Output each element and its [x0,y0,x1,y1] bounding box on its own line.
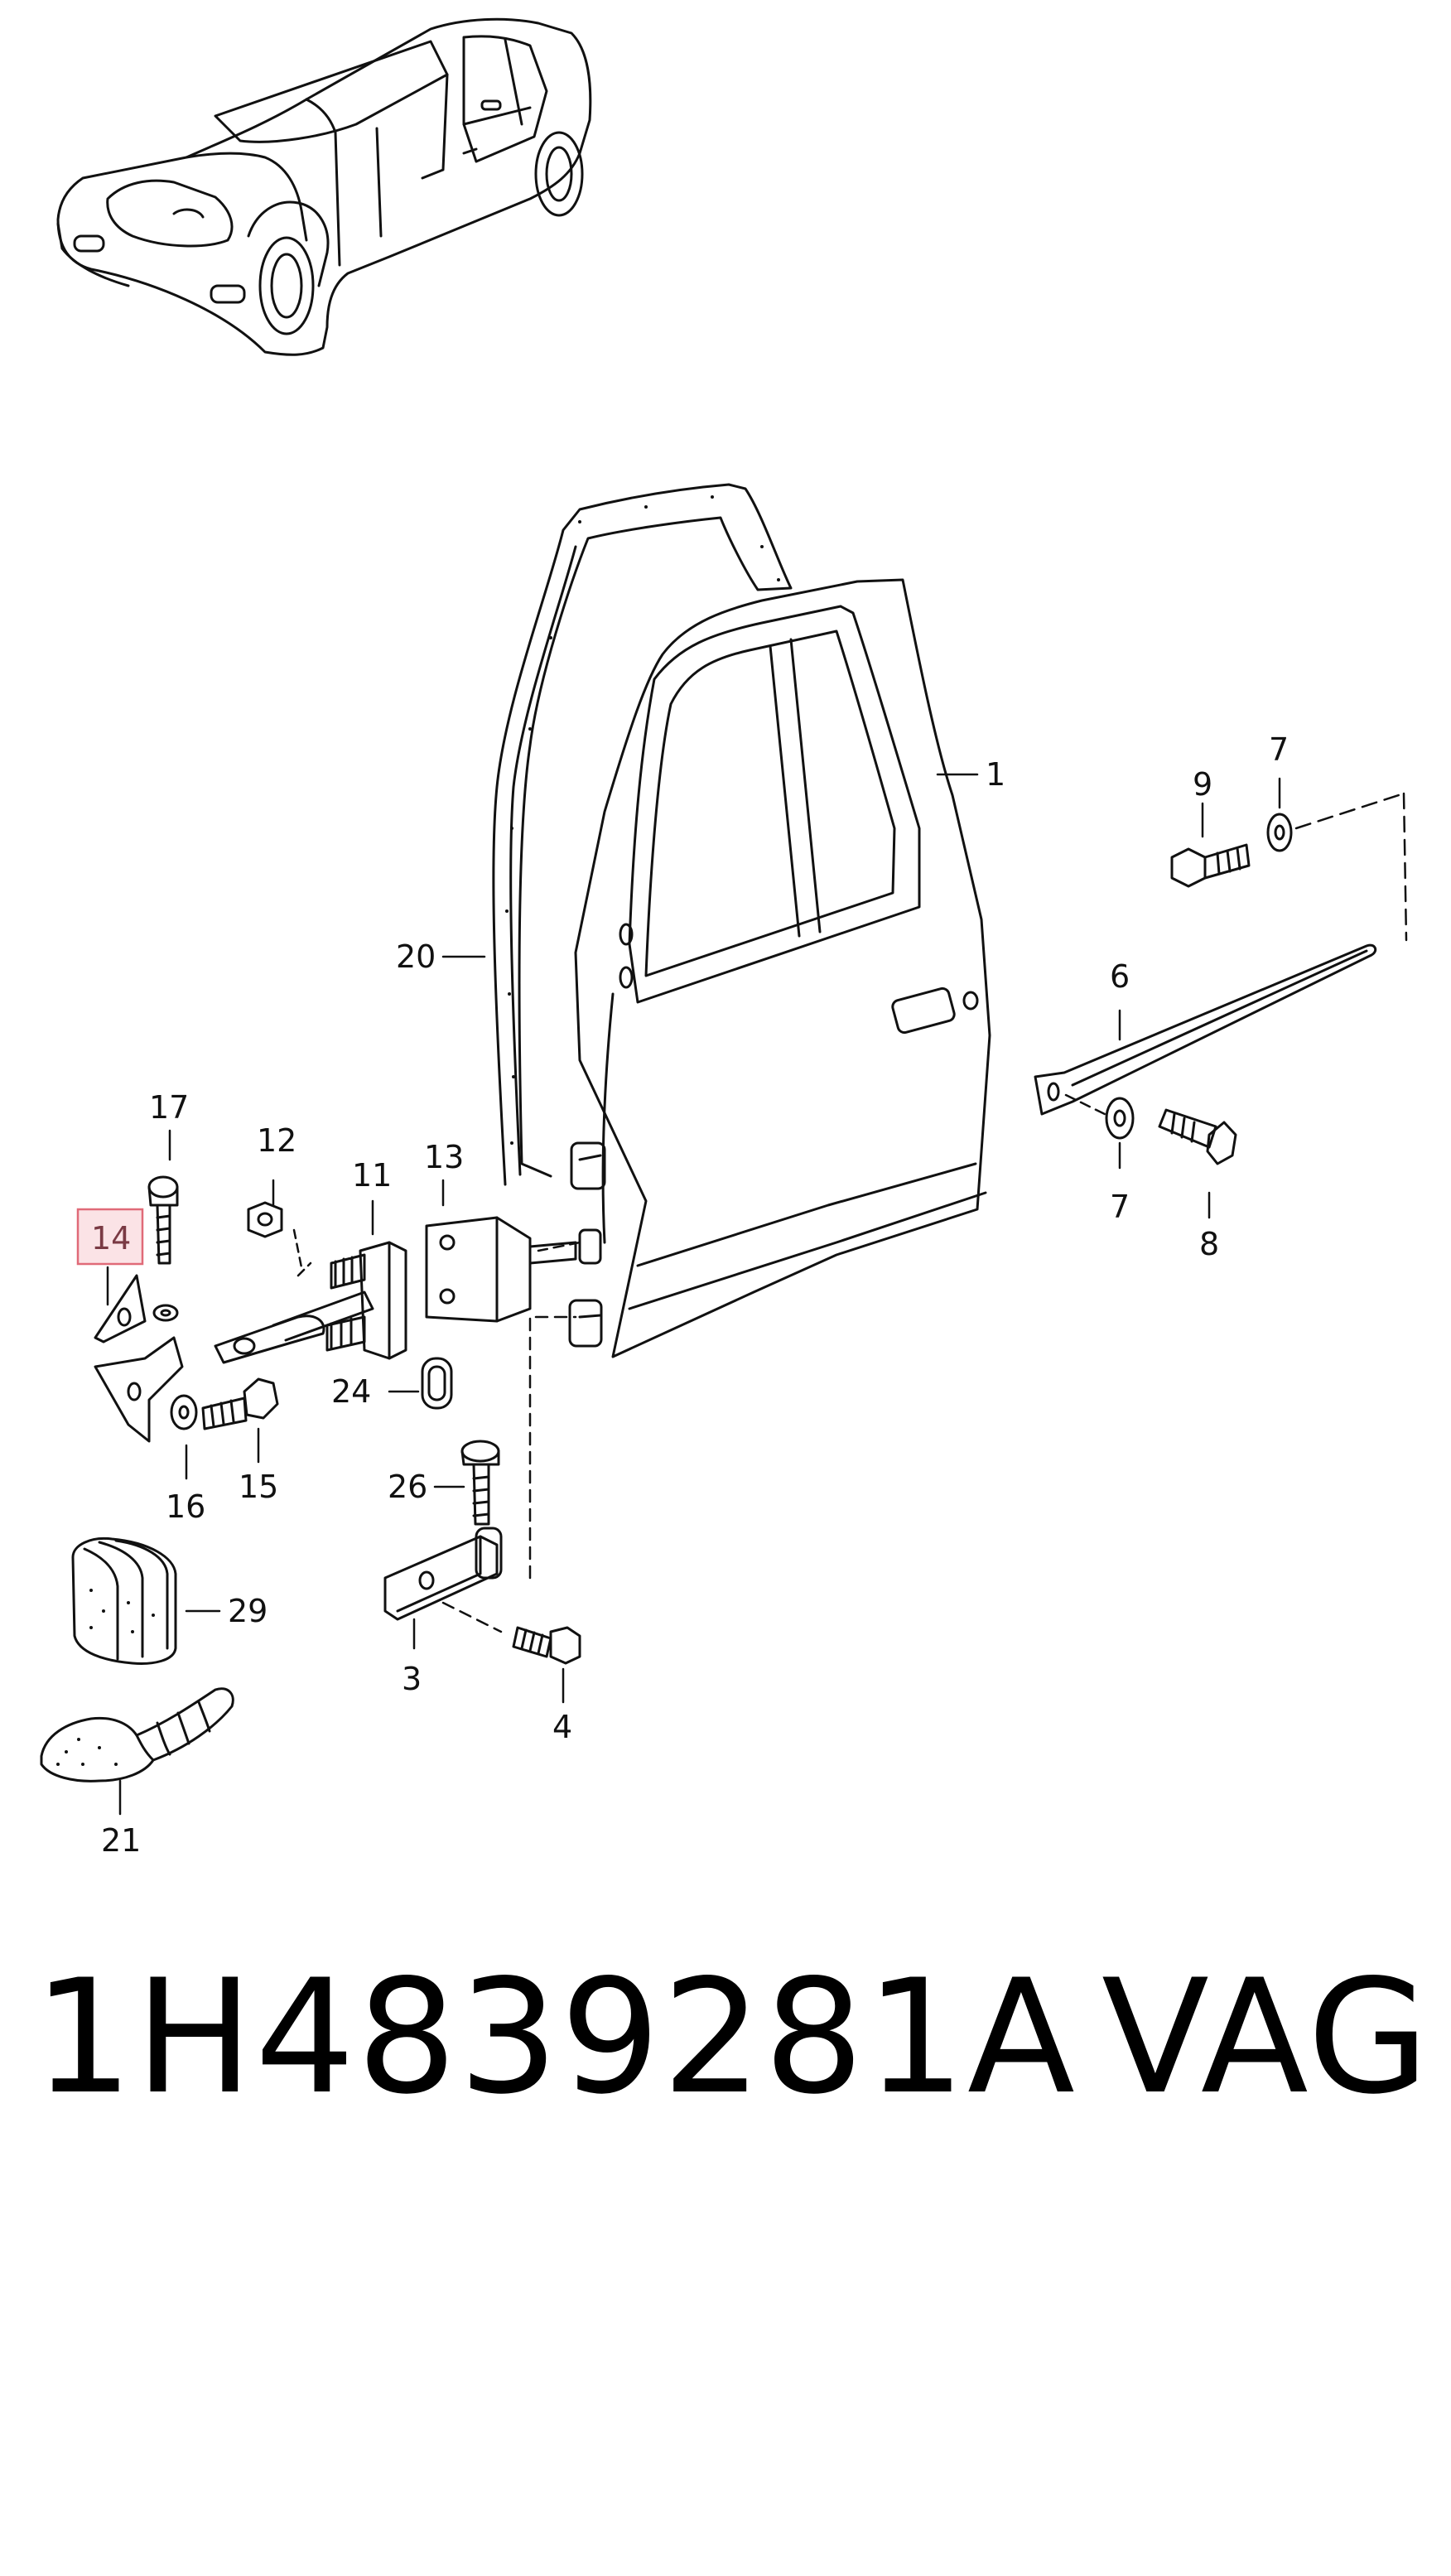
callout-3: 3 [402,1661,422,1697]
gasket-24 [421,1357,453,1410]
exploded-parts-diagram: 1 9 7 20 6 7 8 17 12 11 13 14 24 16 15 2… [40,17,1408,1859]
callout-17: 17 [149,1089,189,1126]
callout-11: 11 [352,1157,392,1194]
callout-16: 16 [166,1488,205,1525]
part-number: 1H4839281A [33,1946,1077,2129]
callout-29: 29 [228,1593,268,1629]
hinge-3 [383,1527,503,1621]
callout-9: 9 [1193,766,1212,803]
callout-6: 6 [1110,958,1130,995]
bolt-4 [512,1626,581,1665]
callout-1: 1 [986,756,1005,793]
brand-label: VAG [1102,1946,1431,2129]
callout-21: 21 [101,1822,141,1859]
bolt-17 [147,1175,179,1265]
callout-labels: 1 9 7 20 6 7 8 17 12 11 13 14 24 16 15 2… [91,731,1289,1859]
hinge-bracket-14 [94,1274,147,1343]
callout-20: 20 [396,938,436,975]
leader-lines [106,773,1408,1816]
washer-7-bottom [1105,1097,1135,1140]
callout-8: 8 [1199,1226,1219,1262]
bolt-9 [1170,843,1251,888]
boot-21 [40,1687,234,1782]
highlight-box [76,1208,144,1266]
door-panel [568,578,991,1358]
washer-under-17 [152,1304,179,1322]
hinge-11 [325,1241,407,1360]
callout-13: 13 [424,1139,464,1175]
door-seal [492,483,793,1186]
callout-7-top: 7 [1269,731,1289,768]
hinge-block-13 [425,1216,577,1323]
nut-12 [247,1201,283,1238]
car-illustration [56,17,592,356]
hinge-plate [94,1290,374,1443]
callout-12: 12 [257,1122,296,1159]
door-check-strap [1034,943,1377,1116]
stipple-texture [56,495,780,1766]
part-number-caption: 1H4839281A VAG [33,1930,1429,2145]
callout-26: 26 [388,1469,427,1505]
washer-7-top [1266,813,1293,852]
grommet-29 [71,1536,177,1665]
bolt-8 [1158,1108,1237,1165]
bolt-15 [201,1377,279,1430]
callout-24: 24 [331,1373,371,1410]
washer-16 [170,1394,198,1430]
callout-4: 4 [552,1709,572,1745]
callout-15: 15 [239,1469,278,1505]
callout-14: 14 [91,1220,131,1257]
bolt-26 [460,1440,500,1526]
callout-7-bottom: 7 [1110,1189,1130,1225]
